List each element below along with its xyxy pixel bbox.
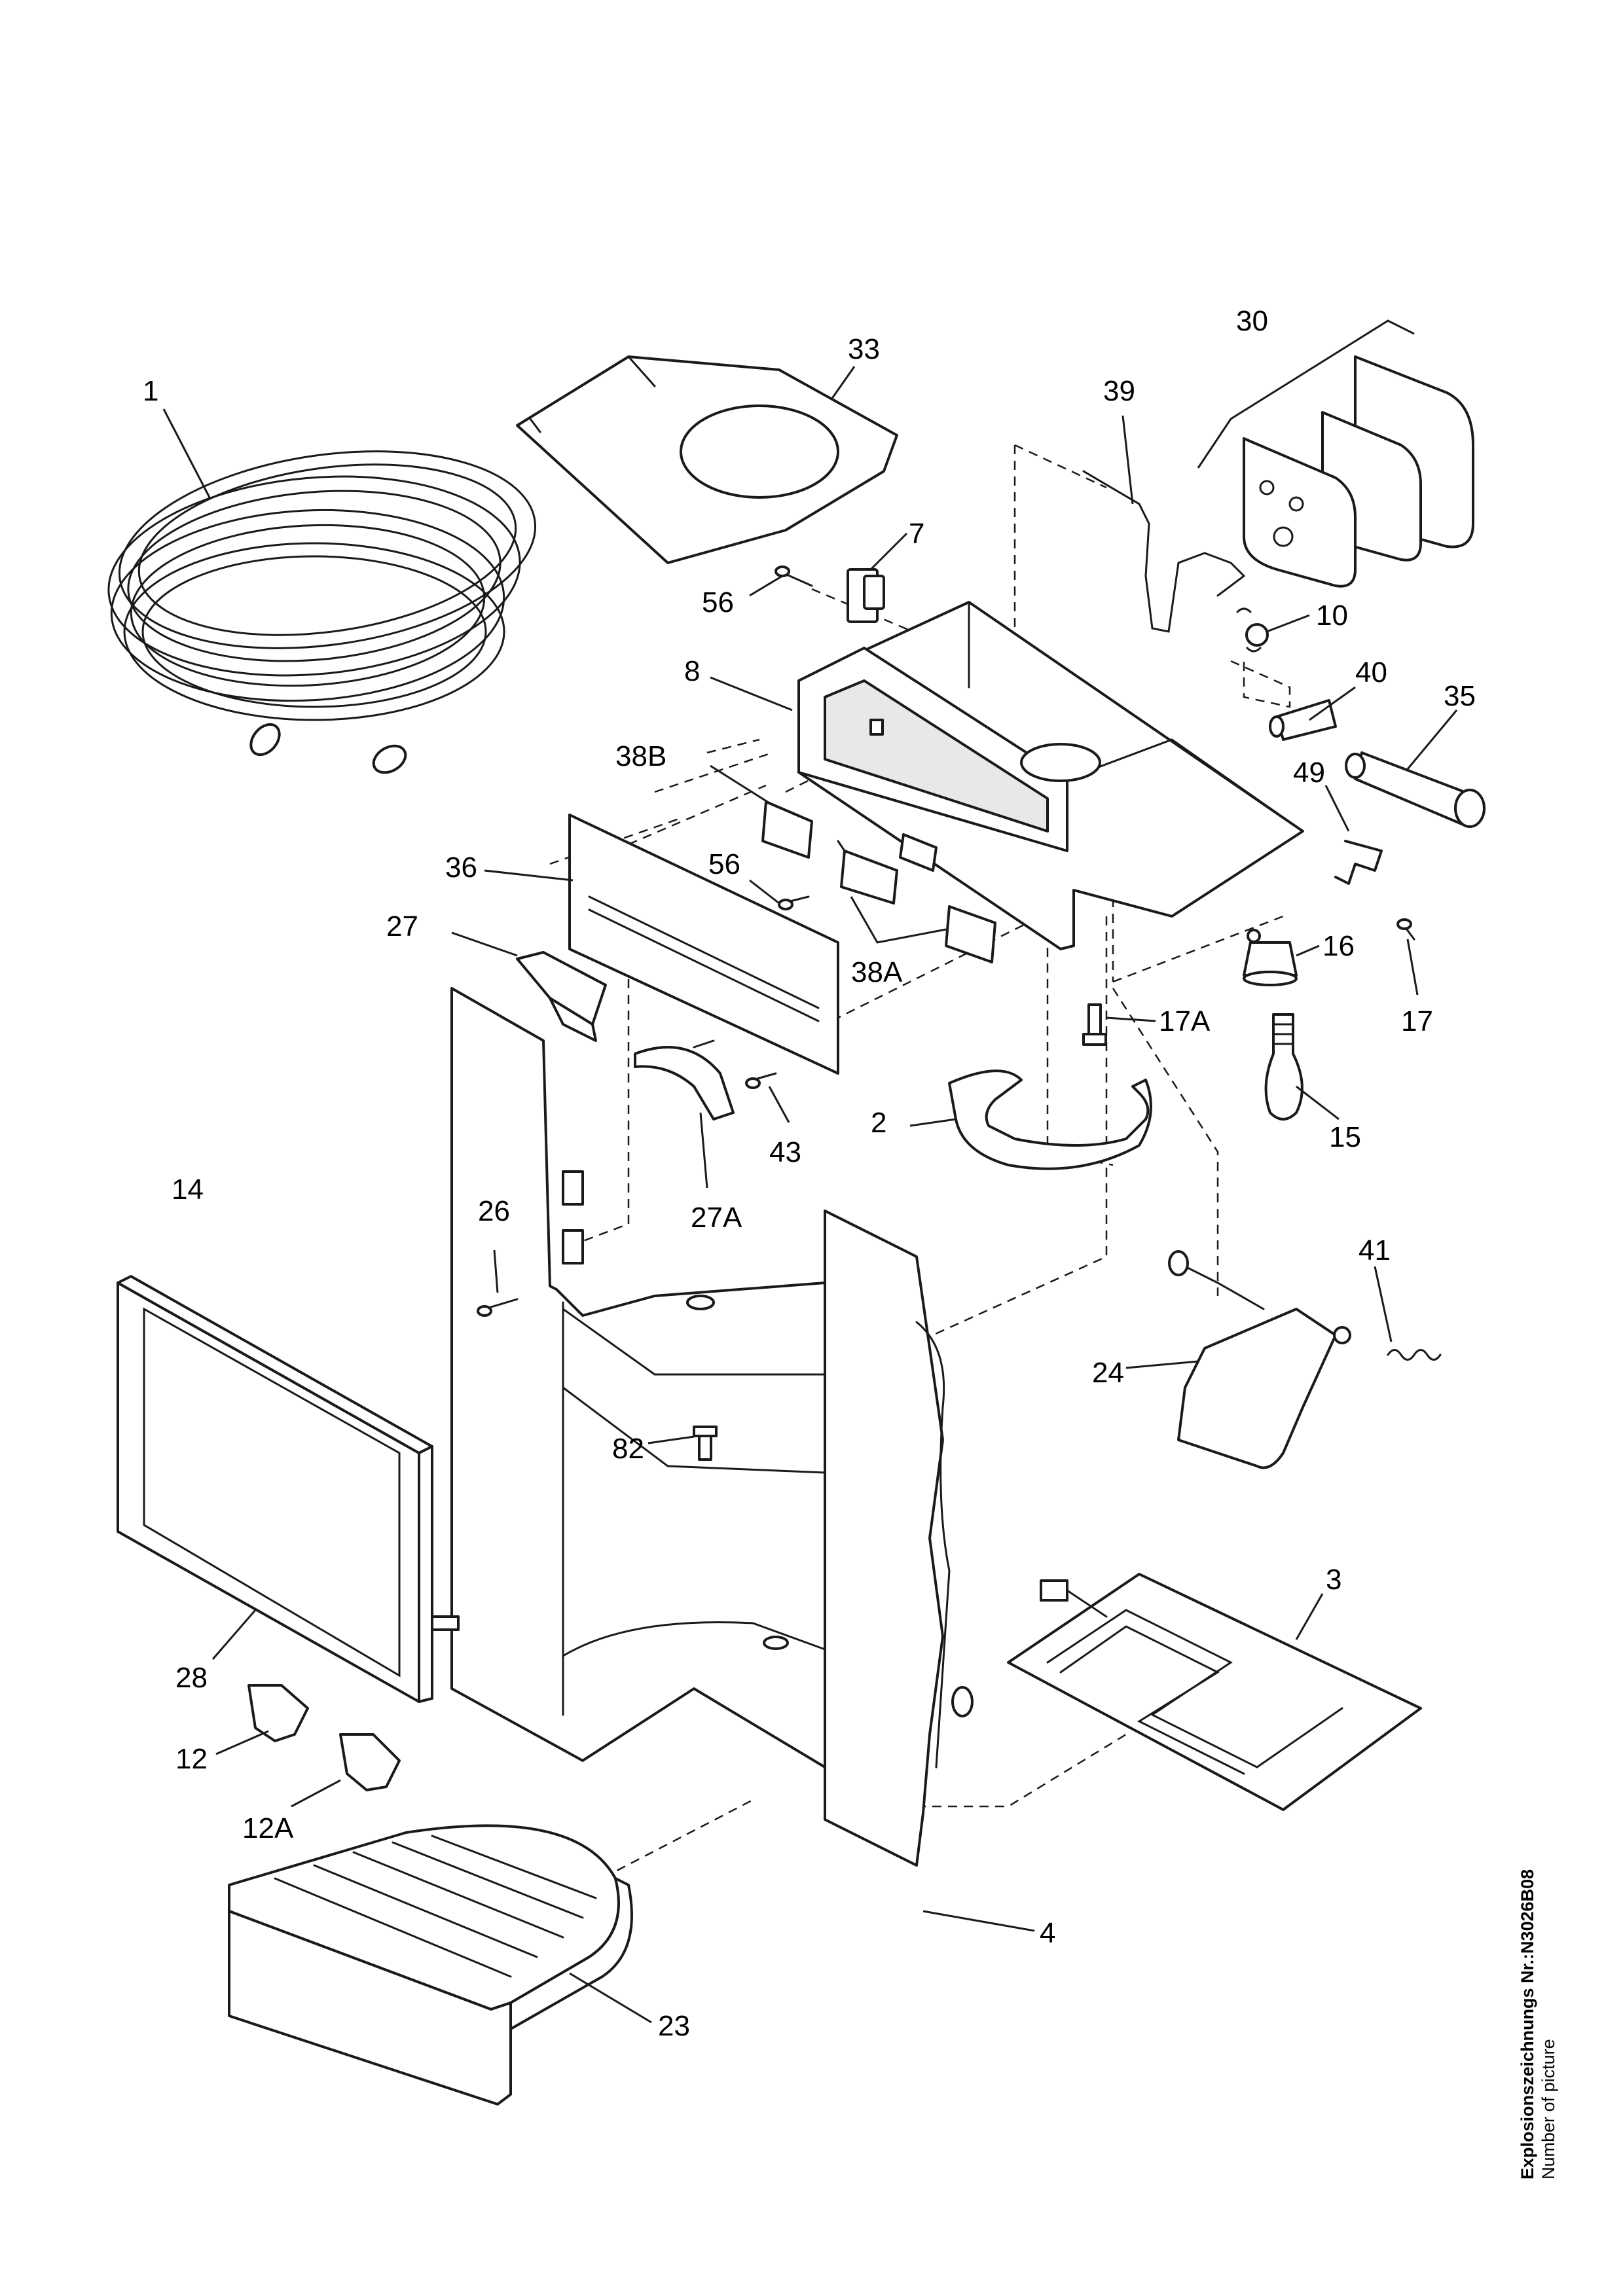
callout-28: 28 [175,1662,208,1694]
callout-41: 41 [1359,1234,1391,1266]
callout-15: 15 [1329,1121,1361,1153]
callout-1: 1 [143,375,158,407]
spring-10 [1236,607,1269,653]
dispenser-body-4 [450,987,974,1867]
screw-82 [693,1426,718,1461]
main-housing [797,601,1304,950]
half-ring-2 [948,1069,1152,1170]
callout-40: 40 [1355,656,1387,689]
microswitch-38A-1 [837,840,898,905]
front-panel-36 [568,814,839,1075]
screw-26 [477,1298,519,1317]
callout-8: 8 [684,655,700,687]
front-frame-28 [117,1275,460,1703]
callout-7: 7 [909,518,924,550]
latch-27 [516,951,607,1042]
switch-bracket [847,568,885,623]
clip-49 [1334,840,1383,885]
callout-56-lower: 56 [708,848,740,880]
callout-16: 16 [1322,930,1355,962]
callout-4: 4 [1040,1917,1055,1949]
bracket-30 [1197,319,1415,469]
drawing-number-label-en: Number of picture [1539,2039,1558,2179]
spring-41 [1387,1349,1442,1361]
screw-17 [1396,918,1415,941]
cover-plate [516,355,898,564]
callout-56-top: 56 [702,586,734,619]
callout-39: 39 [1103,375,1135,407]
callout-27A: 27A [691,1202,742,1234]
microswitch-38B [761,800,813,859]
callout-27: 27 [386,910,418,942]
callout-17A: 17A [1159,1005,1211,1037]
heater-plate-3 [1007,1573,1422,1811]
callout-leaders [162,366,1458,2024]
flap-assembly [1243,355,1474,588]
callout-33: 33 [848,333,880,365]
wire-rod [1082,470,1246,633]
lever-27A [634,1039,735,1121]
callout-3: 3 [1326,1564,1341,1596]
knob-16 [1243,929,1298,986]
callout-49: 49 [1293,757,1325,789]
callout-38B: 38B [615,740,666,772]
callout-82: 82 [612,1433,644,1465]
bulb-15 [1264,1013,1304,1121]
callout-12A: 12A [242,1812,294,1844]
clip-12A [339,1733,401,1791]
callout-2: 2 [871,1107,886,1139]
sensor-40 [1269,699,1337,741]
bolt-17A [1082,1003,1107,1046]
callout-12: 12 [175,1743,208,1775]
screw-43 [745,1072,777,1089]
drip-tray-23 [228,1824,633,2106]
callout-17: 17 [1401,1005,1433,1037]
callout-36: 36 [445,852,477,884]
callout-35: 35 [1444,680,1476,712]
callout-10: 10 [1316,600,1348,632]
callout-38A: 38A [851,956,903,988]
callout-labels: 1 33 30 39 7 56 10 8 40 35 38B 49 56 36 … [143,305,1476,2042]
callout-23: 23 [658,2010,690,2042]
tube-coil [107,450,537,774]
callout-26: 26 [478,1195,510,1227]
microswitch-38A-2 [945,905,996,963]
actuator-35 [1345,751,1486,828]
callout-30: 30 [1236,305,1268,337]
callout-14: 14 [172,1174,204,1206]
clip-12 [247,1684,309,1742]
actuator-lever-24 [1168,1250,1351,1469]
callout-24: 24 [1092,1357,1124,1389]
callout-43: 43 [769,1136,801,1168]
drawing-number-label: Explosionszeichnungs Nr.:N3026B08 [1518,1869,1537,2179]
microswitch-small [899,833,938,872]
screw-56-lower [778,895,810,910]
